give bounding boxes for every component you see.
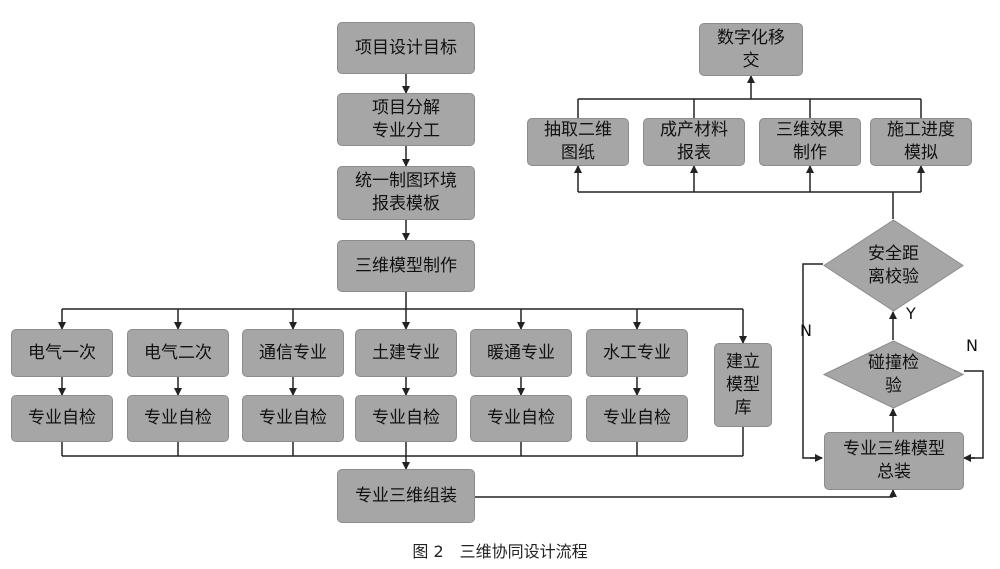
discipline-box: 通信专业 [242,329,344,377]
collision-check-label: 碰撞检 验 [868,352,919,396]
self-check-box: 专业自检 [355,395,457,442]
drawing-environment-box: 统一制图环境 报表模板 [337,166,475,220]
output-box: 施工进度 模拟 [870,118,972,166]
discipline-box: 电气一次 [11,329,113,377]
safety-check-label: 安全距 离校验 [868,243,919,287]
self-check-box: 专业自检 [11,395,113,442]
self-check-box: 专业自检 [470,395,572,442]
total-assembly-box: 专业三维模型 总装 [824,432,964,490]
project-goal-box: 项目设计目标 [337,22,475,74]
discipline-box: 水工专业 [586,329,688,377]
assembly-box: 专业三维组装 [337,469,475,523]
discipline-box: 电气二次 [127,329,229,377]
discipline-box: 土建专业 [355,329,457,377]
no-label-left: N [800,321,812,340]
no-label-right: N [966,336,978,355]
digital-handover-box: 数字化移 交 [699,23,803,76]
model-making-box: 三维模型制作 [337,240,475,292]
self-check-box: 专业自检 [242,395,344,442]
yes-label: Y [906,304,916,323]
output-box: 成产材料 报表 [643,118,745,166]
self-check-box: 专业自检 [586,395,688,442]
self-check-box: 专业自检 [127,395,229,442]
project-decompose-box: 项目分解 专业分工 [337,93,475,146]
collision-check-diamond: 碰撞检 验 [823,340,964,409]
safety-check-diamond: 安全距 离校验 [823,219,964,312]
discipline-box: 暖通专业 [470,329,572,377]
output-box: 三维效果 制作 [759,118,861,166]
output-box: 抽取二维 图纸 [527,118,629,166]
figure-caption: 图 2 三维协同设计流程 [412,542,588,561]
model-library-box: 建立 模型 库 [714,343,772,427]
